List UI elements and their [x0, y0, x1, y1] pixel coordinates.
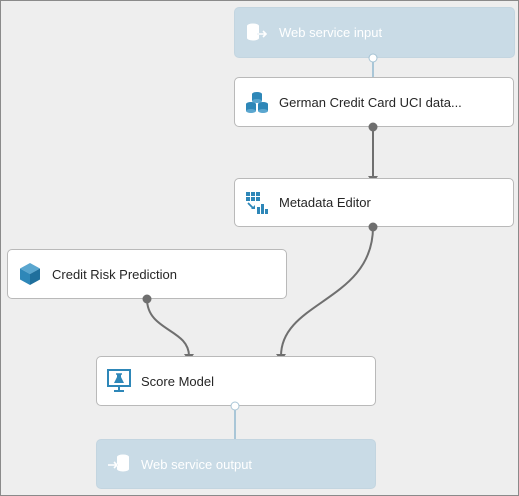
module-label: German Credit Card UCI data... — [279, 94, 462, 110]
module-label: Metadata Editor — [279, 195, 371, 210]
metadata-editor-output-port[interactable] — [368, 222, 378, 232]
web-service-input-module[interactable]: Web service input — [234, 7, 515, 58]
web-service-output-module[interactable]: Web service output — [96, 439, 376, 489]
credit-risk-prediction-module[interactable]: Credit Risk Prediction — [7, 249, 287, 299]
trained-model-icon — [17, 261, 43, 287]
credit-risk-prediction-output-port[interactable] — [142, 294, 152, 304]
web-service-output-icon — [106, 451, 132, 477]
module-label: Web service output — [141, 456, 253, 472]
connector-metadata-score — [280, 226, 374, 357]
module-label: Credit Risk Prediction — [52, 266, 177, 282]
metadata-editor-icon — [244, 190, 270, 216]
metadata-editor-module[interactable]: Metadata Editor — [234, 178, 514, 227]
score-model-icon — [106, 368, 132, 394]
score-model-output-port[interactable] — [230, 401, 240, 411]
german-credit-card-dataset-module[interactable]: German Credit Card UCI data... — [234, 77, 514, 127]
module-label: Score Model — [141, 373, 214, 389]
dataset-icon — [244, 89, 270, 115]
module-label: Web service input — [279, 25, 383, 40]
score-model-module[interactable]: Score Model — [96, 356, 376, 406]
web-service-input-output-port[interactable] — [368, 53, 378, 63]
connector-model-score — [146, 298, 190, 357]
dataset-output-port[interactable] — [368, 122, 378, 132]
web-service-input-icon — [244, 20, 270, 46]
